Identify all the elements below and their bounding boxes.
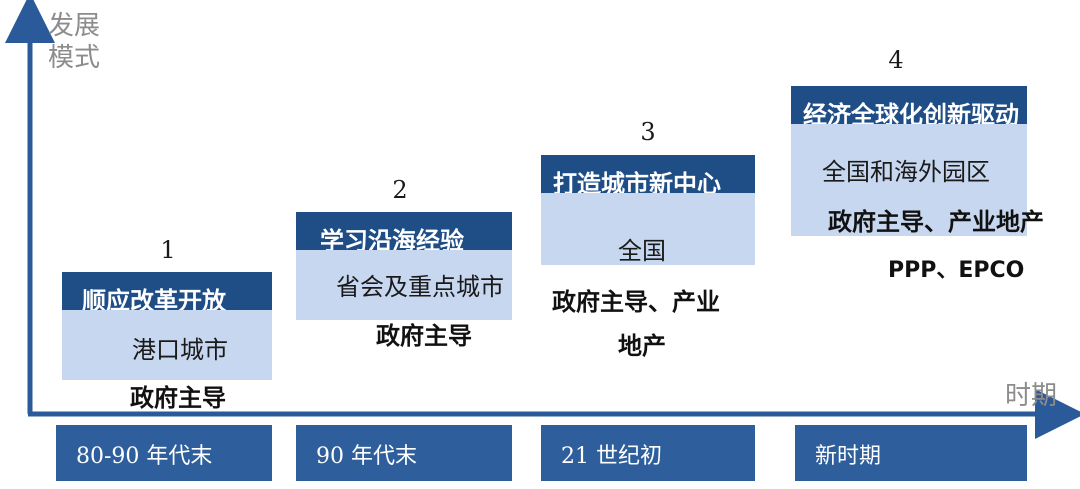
stage-region-3: 全国 (618, 237, 666, 265)
stage-title-1: 顺应改革开放 (82, 287, 226, 310)
x-axis-label: 时期 (1005, 381, 1058, 411)
y-axis-label-line1: 发展 (48, 11, 101, 41)
axes (5, 0, 1080, 439)
stage-title-2: 学习沿海经验 (320, 227, 464, 250)
stage-header-4: 经济全球化创新驱动 (791, 86, 1027, 124)
stage-body-2 (296, 250, 512, 320)
stage-body-4 (791, 124, 1027, 236)
stage-region-4: 全国和海外园区 (822, 158, 990, 186)
stage-mode-3-line1: 政府主导、产业 (552, 288, 720, 316)
stage-mode-4-line1: 政府主导、产业地产 (828, 208, 1044, 236)
stage-mode-3-line2: 地产 (618, 332, 666, 360)
stage-header-2: 学习沿海经验 (296, 212, 512, 250)
y-axis-label: 发展 模式 (48, 10, 100, 74)
period-label-2: 90 年代末 (316, 444, 417, 469)
period-box-3: 21 世纪初 (541, 425, 755, 481)
period-box-4: 新时期 (795, 425, 1027, 481)
period-label-4: 新时期 (815, 444, 882, 469)
stage-mode-1: 政府主导 (130, 384, 226, 412)
stage-title-4: 经济全球化创新驱动 (803, 101, 1019, 124)
stage-body-1 (62, 310, 272, 380)
stage-title-3: 打造城市新中心 (553, 170, 721, 193)
stage-region-2: 省会及重点城市 (336, 273, 504, 301)
y-axis-label-line2: 模式 (48, 43, 101, 73)
stage-mode-2: 政府主导 (376, 322, 472, 350)
stage-number-3: 3 (640, 118, 656, 146)
stage-header-3: 打造城市新中心 (541, 155, 755, 193)
stage-number-1: 1 (160, 236, 176, 264)
period-label-1: 80-90 年代末 (76, 444, 213, 469)
stage-body-3 (541, 193, 755, 265)
stage-number-2: 2 (392, 176, 408, 204)
period-box-1: 80-90 年代末 (56, 425, 272, 481)
stage-region-1: 港口城市 (132, 336, 228, 364)
stage-header-1: 顺应改革开放 (62, 272, 272, 310)
stage-mode-4-line2: PPP、EPCO (888, 258, 1025, 283)
stage-number-4: 4 (888, 46, 904, 74)
period-box-2: 90 年代末 (296, 425, 512, 481)
period-label-3: 21 世纪初 (561, 444, 662, 469)
